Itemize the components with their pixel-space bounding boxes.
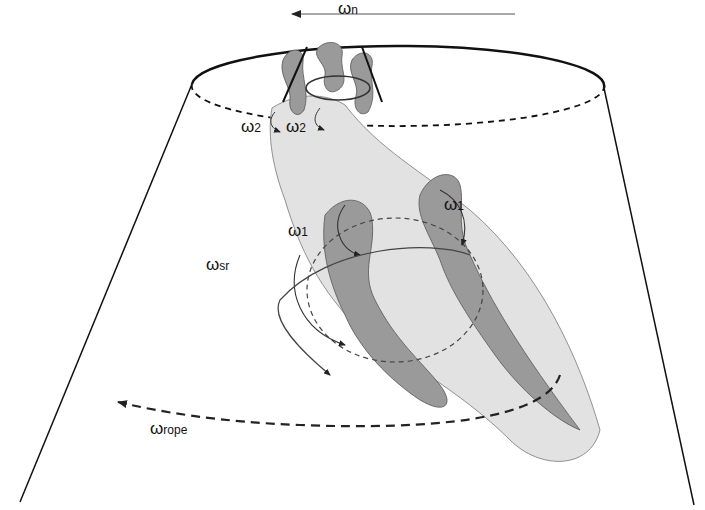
rotation-arrow [338,205,360,255]
frustum-top [192,46,604,88]
rotation-arrow [294,255,345,345]
view-line [283,47,307,102]
rotation-label: ω1 [288,222,308,239]
rotation-arrow [440,190,465,245]
vortex-filament [317,42,344,91]
rotation-label: ω1 [444,196,464,213]
rotation-label: ωsr [206,256,229,273]
rotation-arrow [278,248,470,375]
rotation-label: ωn [338,0,358,17]
vortex-filament [350,53,372,114]
frustum-side [20,84,192,502]
rotation-arrow [292,13,515,14]
rotation-arrow [118,375,560,426]
vortex-filament [419,175,580,430]
ring [306,76,370,100]
rotation-arrow [315,108,324,130]
rotation-arrow [271,112,280,132]
rotation-label: ωrope [150,420,187,437]
rotation-label: ω2 [286,118,306,135]
vortex-sheet [270,96,600,461]
rotation-label: ω2 [241,118,261,135]
frustum-side [604,88,694,505]
